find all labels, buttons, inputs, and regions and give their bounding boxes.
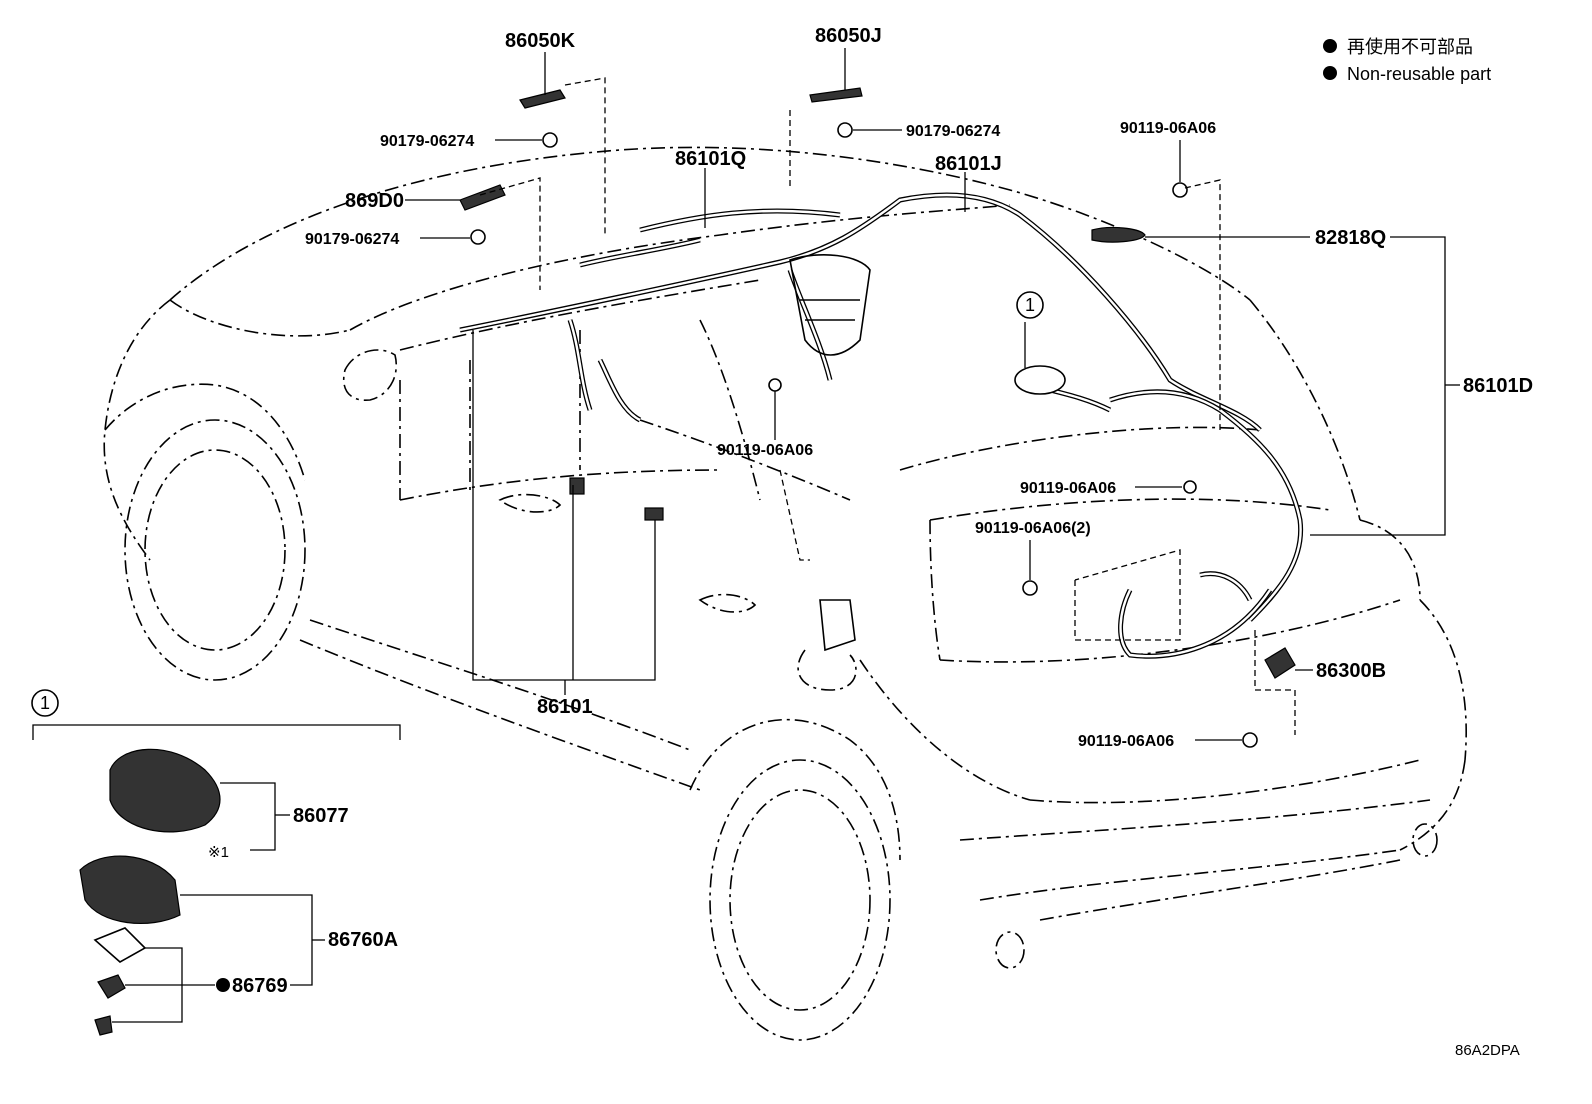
label-90119-mid: 90119-06A06: [717, 442, 813, 459]
label-86769: 86769: [232, 975, 288, 997]
clip-icon: [768, 378, 782, 392]
label-note-1: ※1: [208, 844, 229, 861]
label-90119-top: 90119-06A06: [1120, 120, 1216, 137]
clip-icon: [542, 132, 558, 148]
label-86077: 86077: [293, 805, 349, 827]
label-82818Q: 82818Q: [1315, 227, 1386, 249]
clip-icon: [837, 122, 853, 138]
clip-icon: [1022, 580, 1038, 596]
leader-lines: [405, 48, 1460, 741]
non-reusable-dot-icon: [1323, 66, 1337, 80]
small-parts: [459, 87, 1296, 748]
diagram-code: 86A2DPA: [1455, 1042, 1520, 1059]
label-86760A: 86760A: [328, 929, 398, 951]
car-body-outline: [103, 146, 1467, 1041]
label-86050K: 86050K: [505, 30, 576, 52]
part-labels: 86050K 86050J 90179-06274 90179-06274 86…: [208, 25, 1533, 997]
legend-ja: 再使用不可部品: [1347, 37, 1473, 57]
detail-marker-inset: 1: [31, 689, 59, 717]
wire-harness-pillar: [567, 254, 871, 423]
label-90179-c: 90179-06274: [305, 231, 399, 248]
label-869D0: 869D0: [345, 190, 404, 212]
svg-text:1: 1: [1025, 295, 1035, 315]
label-86101D: 86101D: [1463, 375, 1533, 397]
detail-inset: [32, 724, 401, 1036]
svg-text:1: 1: [40, 693, 50, 713]
clip-icon: [1242, 732, 1258, 748]
label-90119-bottom: 90119-06A06: [1078, 733, 1174, 750]
detail-marker-main: 1: [1016, 291, 1044, 319]
clip-icon: [1172, 182, 1188, 198]
label-90119-right: 90119-06A06: [1020, 480, 1116, 497]
clip-icon: [470, 229, 486, 245]
legend: 再使用不可部品 Non-reusable part: [1323, 37, 1491, 84]
wire-harness-tailgate: [1049, 387, 1304, 659]
label-86101: 86101: [537, 696, 593, 718]
label-86300B: 86300B: [1316, 660, 1386, 682]
wire-harness-roof: [459, 192, 1262, 432]
label-86101J: 86101J: [935, 153, 1002, 175]
label-86101Q: 86101Q: [675, 148, 746, 170]
non-reusable-dot-icon: [216, 978, 230, 992]
clip-icon: [1183, 480, 1197, 494]
label-90179-a: 90179-06274: [380, 133, 474, 150]
label-90119-2: 90119-06A06(2): [975, 520, 1091, 537]
legend-en: Non-reusable part: [1347, 64, 1491, 84]
label-90179-b: 90179-06274: [906, 123, 1000, 140]
non-reusable-dot-icon: [1323, 39, 1337, 53]
label-86050J: 86050J: [815, 25, 882, 47]
